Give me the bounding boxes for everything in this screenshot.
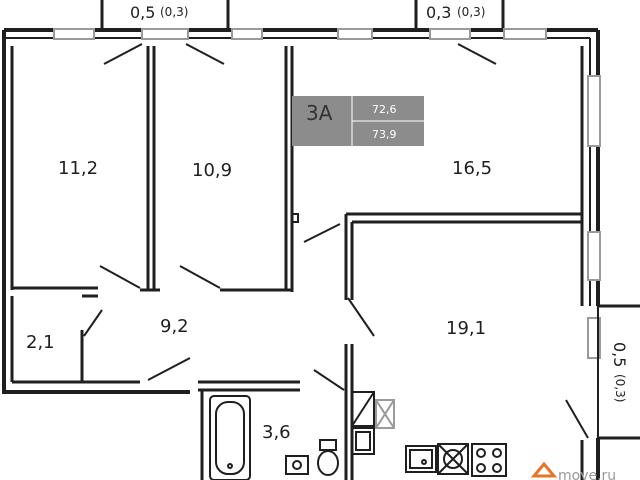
hallway-area: 9,2 xyxy=(160,316,189,337)
balcony-top-left xyxy=(100,0,230,28)
balcony-top-right xyxy=(414,0,505,28)
balcony-top-right-area: 0,3 xyxy=(426,3,451,22)
wc-small-area: 2,1 xyxy=(26,332,55,353)
windows-top xyxy=(53,28,547,40)
room-middle-area: 10,9 xyxy=(192,160,232,181)
room-large-area: 19,1 xyxy=(446,318,486,339)
sink-bathroom xyxy=(285,455,309,475)
watermark-text: move.ru xyxy=(558,468,616,480)
stove xyxy=(471,443,507,477)
balcony-top-left-area: 0,5 xyxy=(130,3,155,22)
total-area: 73,9 xyxy=(372,128,397,141)
bathroom-area: 3,6 xyxy=(262,422,291,443)
windows-right xyxy=(587,75,601,359)
watermark: move.ru xyxy=(530,461,616,480)
apartment-type: 3А xyxy=(306,101,333,125)
living-area: 72,6 xyxy=(372,103,397,116)
balcony-top-right-reduced: (0,3) xyxy=(457,5,485,19)
balcony-right xyxy=(597,304,640,440)
apartment-badge: 3А 72,6 73,9 xyxy=(292,96,424,146)
room-kitchen-living-area: 16,5 xyxy=(452,158,492,179)
room-left-area: 11,2 xyxy=(58,158,98,179)
toilet xyxy=(317,439,339,476)
dishwasher xyxy=(437,443,469,475)
house-logo-icon xyxy=(530,461,558,478)
balcony-right-area: 0,5 xyxy=(610,342,629,367)
kitchen-sink xyxy=(405,445,437,473)
doors xyxy=(83,43,589,439)
bathtub xyxy=(209,395,251,480)
balcony-right-reduced: (0,3) xyxy=(613,374,627,402)
ventilation-shafts xyxy=(351,391,395,455)
balcony-top-left-reduced: (0,3) xyxy=(160,5,188,19)
